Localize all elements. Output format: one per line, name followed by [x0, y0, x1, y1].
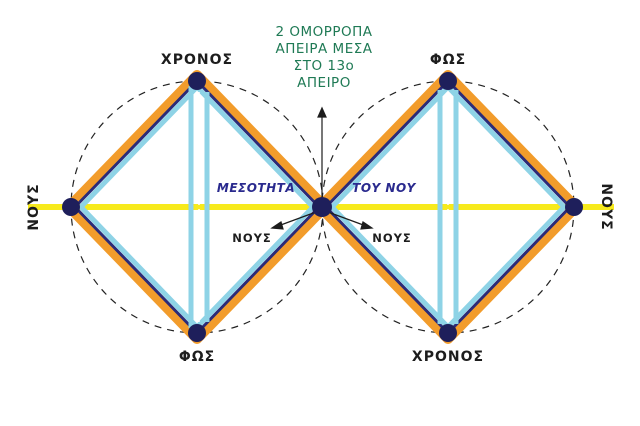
arrow-down-left-head — [270, 221, 284, 230]
annotation-line-2: ΑΠΕΙΡΑ ΜΕΣΑ — [275, 41, 372, 57]
label-top-left: ΧΡΟΝΟΣ — [161, 52, 233, 68]
node-center — [312, 197, 332, 217]
label-left: ΝΟΥΣ — [26, 183, 42, 230]
arrow-down-right-head — [360, 221, 374, 230]
label-bottom-right: ΧΡΟΝΟΣ — [412, 349, 484, 365]
label-center-left: ΜΕΣΟΤΗΤΑ — [217, 181, 295, 195]
label-top-right: ΦΩΣ — [430, 52, 466, 68]
node-top-right — [439, 72, 457, 90]
annotation-line-3: ΣΤΟ 13ο — [294, 58, 355, 74]
arrow-down-left — [277, 211, 317, 227]
label-bottom-left: ΦΩΣ — [179, 349, 215, 365]
label-under-right: ΝΟΥΣ — [372, 231, 412, 245]
center-arrows — [270, 106, 374, 230]
label-right: ΝΟΥΣ — [598, 183, 614, 230]
arrow-up-head — [317, 106, 327, 118]
label-under-left: ΝΟΥΣ — [232, 231, 272, 245]
node-left — [62, 198, 80, 216]
nodes — [62, 72, 583, 342]
label-center-right: ΤΟΥ ΝΟΥ — [352, 181, 416, 195]
arrow-down-right — [327, 211, 367, 227]
node-top-left — [188, 72, 206, 90]
node-bottom-left — [188, 324, 206, 342]
annotation-line-4: ΑΠΕΙΡΟ — [297, 75, 351, 91]
node-bottom-right — [439, 324, 457, 342]
annotation: 2 ΟΜΟΡΡΟΠΑ ΑΠΕΙΡΑ ΜΕΣΑ ΣΤΟ 13ο ΑΠΕΙΡΟ — [275, 24, 372, 91]
node-right — [565, 198, 583, 216]
annotation-line-1: 2 ΟΜΟΡΡΟΠΑ — [275, 24, 372, 40]
